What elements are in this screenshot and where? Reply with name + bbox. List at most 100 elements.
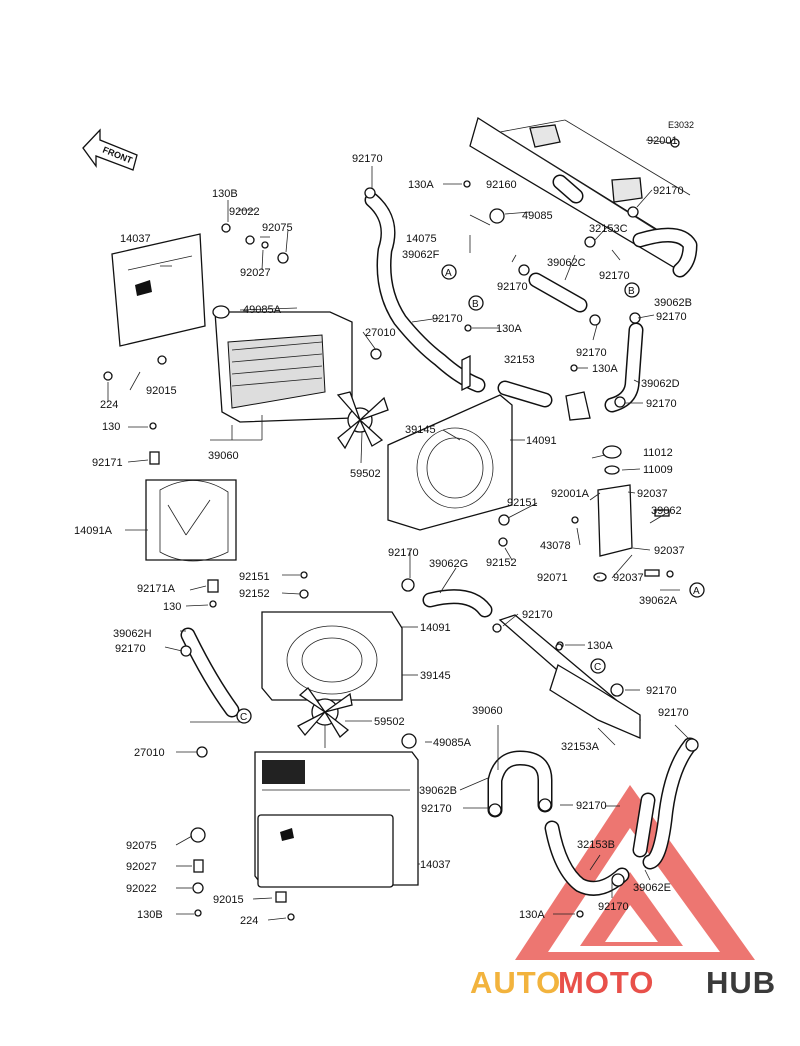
svg-text:A: A	[445, 268, 452, 279]
label-92170: 92170	[115, 643, 146, 655]
label-92001: 92001	[647, 135, 678, 147]
label-39060: 39060	[208, 450, 239, 462]
label-130a: 130A	[496, 323, 522, 335]
fan-shroud-lower	[261, 611, 403, 701]
water-pipes	[461, 354, 641, 739]
label-39062c: 39062C	[547, 257, 586, 269]
label-92170: 92170	[522, 609, 553, 621]
label-92170: 92170	[432, 313, 463, 325]
label-32153a: 32153A	[561, 741, 600, 753]
watermark-logo	[515, 785, 755, 960]
label-92170: 92170	[599, 270, 630, 282]
label-14075: 14075	[406, 233, 437, 245]
label-32153c: 32153C	[589, 223, 628, 235]
label-92075: 92075	[262, 222, 293, 234]
label-224: 224	[100, 399, 118, 411]
label-14091: 14091	[420, 622, 451, 634]
radiator-screen-upper	[111, 233, 206, 347]
label-92037: 92037	[654, 545, 685, 557]
label-14091: 14091	[526, 435, 557, 447]
label-59502: 59502	[350, 468, 381, 480]
svg-text:C: C	[594, 662, 601, 673]
label-11012: 11012	[643, 447, 673, 459]
label-92170: 92170	[497, 281, 528, 293]
label-39145: 39145	[405, 424, 436, 436]
label-39062b: 39062B	[654, 297, 692, 309]
label-92170: 92170	[421, 803, 452, 815]
label-49085a: 49085A	[433, 737, 472, 749]
svg-text:AUTO: AUTO	[470, 965, 561, 1000]
label-92171a: 92171A	[137, 583, 176, 595]
label-92170: 92170	[646, 398, 677, 410]
label-92075: 92075	[126, 840, 157, 852]
label-130b: 130B	[137, 909, 163, 921]
label-92170: 92170	[388, 547, 419, 559]
label-14037: 14037	[120, 233, 151, 245]
svg-text:B: B	[628, 286, 635, 297]
label-130b: 130B	[212, 188, 238, 200]
label-130a: 130A	[587, 640, 613, 652]
label-92170: 92170	[576, 347, 607, 359]
label-39145: 39145	[420, 670, 451, 682]
coolant-hoses	[180, 174, 698, 896]
part-labels: 92170 130A 92160 130B 92022 92075 14037 …	[74, 135, 692, 927]
fan-shroud-left	[145, 479, 237, 562]
watermark-text: AUTO MOTO HUB	[470, 965, 776, 1000]
label-14037: 14037	[420, 859, 451, 871]
label-92027: 92027	[240, 267, 271, 279]
label-39062d: 39062D	[641, 378, 680, 390]
radiator-screen-lower	[257, 814, 394, 888]
label-224: 224	[240, 915, 258, 927]
label-92027: 92027	[126, 861, 157, 873]
label-49085: 49085	[522, 210, 553, 222]
label-32153: 32153	[504, 354, 535, 366]
label-27010: 27010	[134, 747, 165, 759]
label-92015: 92015	[213, 894, 244, 906]
upper-radiator	[212, 305, 353, 423]
label-92171: 92171	[92, 457, 123, 469]
label-39062e: 39062E	[633, 882, 671, 894]
label-14091a: 14091A	[74, 525, 113, 537]
label-39062g: 39062G	[429, 558, 468, 570]
label-130a: 130A	[519, 909, 545, 921]
label-92001a: 92001A	[551, 488, 590, 500]
label-39062b: 39062B	[419, 785, 457, 797]
label-39062a: 39062A	[639, 595, 678, 607]
label-39062f: 39062F	[402, 249, 440, 261]
fan-shroud-upper	[387, 394, 513, 531]
leader-lines	[107, 139, 691, 921]
svg-text:HUB: HUB	[706, 965, 776, 1000]
label-92170: 92170	[653, 185, 684, 197]
label-92022: 92022	[229, 206, 260, 218]
label-11009: 11009	[643, 464, 673, 476]
reservoir-tank	[593, 445, 633, 582]
label-92170: 92170	[658, 707, 689, 719]
label-92152: 92152	[239, 588, 270, 600]
label-92022: 92022	[126, 883, 157, 895]
svg-text:C: C	[240, 712, 247, 723]
svg-text:MOTO: MOTO	[558, 965, 654, 1000]
cooling-fan-upper	[336, 391, 389, 450]
label-92170: 92170	[646, 685, 677, 697]
label-92151: 92151	[507, 497, 538, 509]
label-59502: 59502	[374, 716, 405, 728]
label-92170: 92170	[576, 800, 607, 812]
label-92037: 92037	[613, 572, 644, 584]
label-130: 130	[102, 421, 120, 433]
label-130a: 130A	[408, 179, 434, 191]
diagram-code: E3032	[668, 120, 694, 130]
label-49085a: 49085A	[243, 304, 282, 316]
label-32153b: 32153B	[577, 839, 615, 851]
label-92151: 92151	[239, 571, 270, 583]
label-92170: 92170	[352, 153, 383, 165]
label-92071: 92071	[537, 572, 568, 584]
label-39060: 39060	[472, 705, 503, 717]
fasteners	[103, 138, 699, 921]
label-27010: 27010	[365, 327, 396, 339]
label-130a: 130A	[592, 363, 618, 375]
label-92015: 92015	[146, 385, 177, 397]
label-92170: 92170	[656, 311, 687, 323]
label-92160: 92160	[486, 179, 517, 191]
label-92170: 92170	[598, 901, 629, 913]
